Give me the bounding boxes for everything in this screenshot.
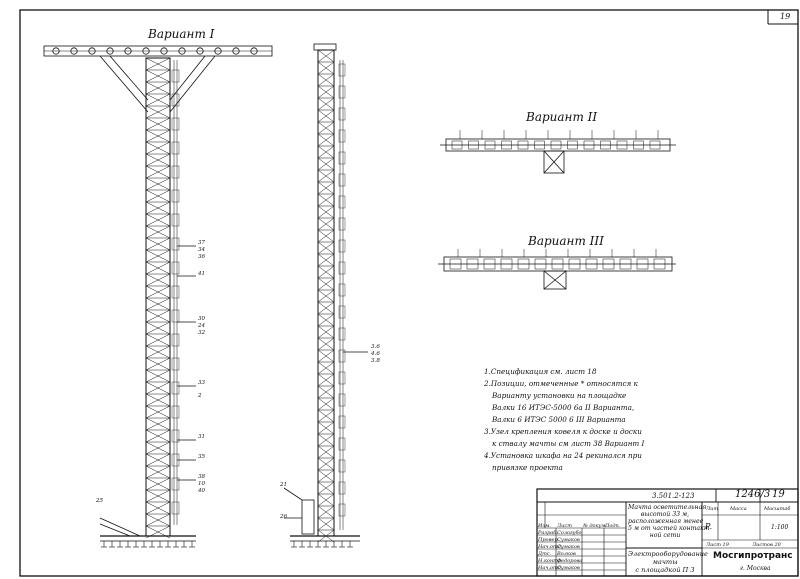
title-block-grid [536,488,799,577]
signature-cell: Сологубо [557,530,582,536]
hdr-lit: Лит [706,506,719,512]
sheets-label: Листов 20 [752,542,781,548]
organization: Мосгипротранс [713,551,793,561]
doc-code: 3.501.2-123 [652,492,695,500]
pos-label: 24 [198,323,206,329]
sheet-label: Лист 19 [706,542,729,548]
variant-2-title: Вариант II [526,110,598,124]
signature-cell: Н.контр. [538,558,563,564]
title2: Электрооборудование мачты с площадкой П … [628,550,708,574]
pos-label: 3.6 [371,344,380,350]
lamp-icon [196,47,204,55]
pos-label: 21 [280,482,288,488]
signature-cell: Нач.отд. [538,565,563,571]
mast-variant-1 [43,45,273,548]
pos-label: 37 [198,240,206,246]
pos-label: 26 [280,514,288,520]
lamp-icon [160,47,168,55]
note-line: Валки 6 ИТЭС 5000 6 III Варианта [492,415,626,424]
hdr-scale: Масштаб [764,506,791,512]
signature-cell: Подп. [605,523,621,529]
stamp-number: 1246/3 [735,489,771,500]
note-line: 4.Установка шкафа на 24 рекинался при [484,451,642,460]
pos-label: 4.6 [371,351,380,357]
pos-label: 30 [198,316,206,322]
note-line: к ствалу мачты см лист 38 Вариант I [492,439,645,448]
stamp-sheet: 19 [772,489,785,500]
scale-value: 1:100 [771,524,789,531]
lamp-icon [178,47,186,55]
sheet-number: 19 [780,12,791,21]
note-line: Варианту установки на площадке [492,391,627,400]
lamp-icon [88,47,96,55]
lamp-icon [70,47,78,55]
lamp-icon [52,47,60,55]
pos-label: 35 [198,454,206,460]
platform-variant-2 [440,130,676,174]
pos-label: 10 [198,481,206,487]
variant-3-title: Вариант III [528,234,604,248]
pos-label: 34 [198,247,206,253]
note-line: привязке проекта [492,463,563,472]
lamp-icon [250,47,258,55]
signature-cell: Провер. [538,537,560,543]
signature-cell: Волков [557,551,576,557]
variant-1-title: Вариант I [148,27,215,41]
lit-value: Р [705,522,711,531]
city: г. Москва [740,565,771,572]
pos-label: 25 [96,498,104,504]
signature-cell: Лист [557,523,572,529]
mast-side-view [283,43,368,548]
pos-label: 3.8 [371,358,380,364]
signature-cell: Сумаков [557,544,580,550]
pos-label: 2 [198,393,202,399]
note-line: 1.Спецификация см. лист 18 [484,367,597,376]
hdr-mass: Масса [730,506,747,512]
signature-cell: Федорова [557,558,583,564]
lamp-icon [142,47,150,55]
description: Мачта осветительная высотой 33 м, распол… [628,504,712,539]
platform-variant-3 [438,249,676,290]
lamp-icon [106,47,114,55]
signature-cell: Изм. [538,523,551,529]
signature-cell: № докум. [583,523,608,529]
pos-label: 38 [198,474,206,480]
pos-label: 33 [198,380,206,386]
signature-cell: Сумаков [557,537,580,543]
signature-cell: Сумаков [557,565,580,571]
notes-block: 1.Спецификация см. лист 18 2.Позиции, от… [484,366,644,474]
pos-label: 31 [198,434,206,440]
pos-label: 40 [198,488,206,494]
pos-label: 36 [198,254,206,260]
pos-label: 41 [198,271,206,277]
lamp-icon [232,47,240,55]
note-line: Валки 16 ИТЭС-5000 6а II Варианта, [492,403,635,412]
sheet-frame [19,9,799,577]
pos-label: 32 [198,330,206,336]
lamp-icon [214,47,222,55]
signature-cell: Дтс. [538,551,552,557]
signature-cell: Разраб. [538,530,558,536]
note-line: 2.Позиции, отмеченные * относятся к [484,379,638,388]
lamp-icon [124,47,132,55]
signature-cell: Нач.отд. [538,544,563,550]
note-line: 3.Узел крепления ковеля к доске и доски [484,427,642,436]
